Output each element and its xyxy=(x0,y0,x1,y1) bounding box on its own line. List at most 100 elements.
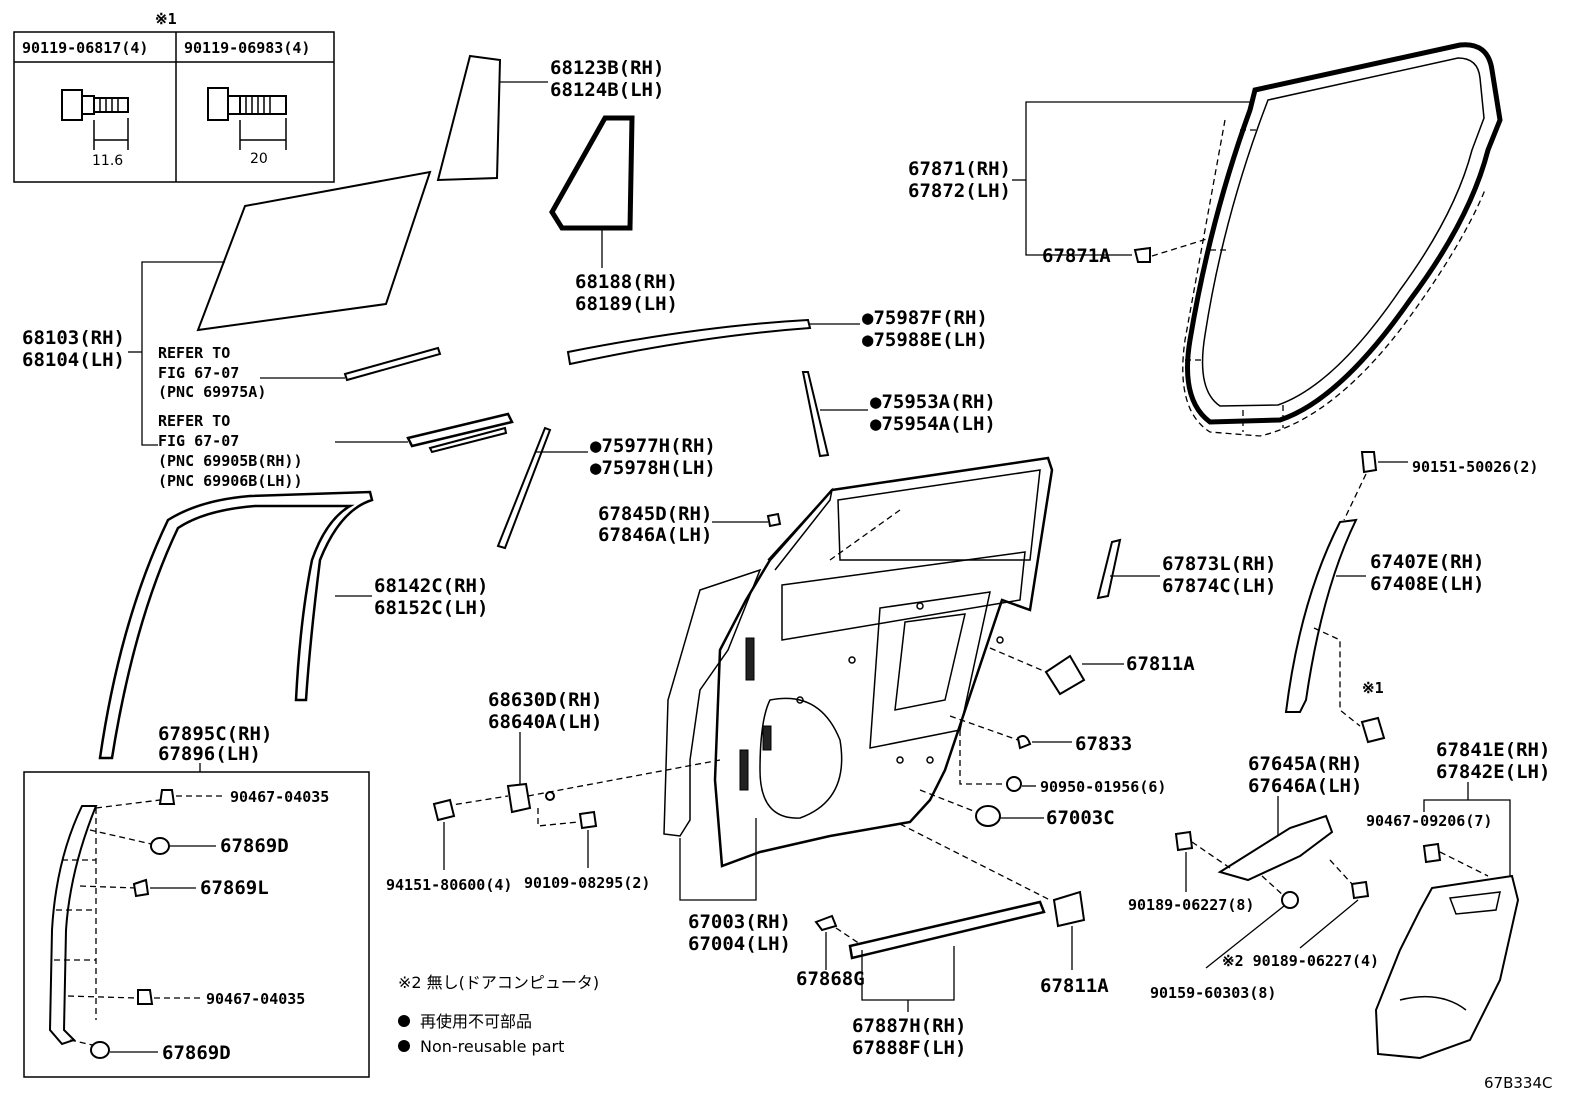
label-67811a-top: 67811A xyxy=(1126,653,1195,675)
ref2-line3: (PNC 69905B(RH)) xyxy=(158,452,303,470)
label-67869d-a: 67869D xyxy=(220,835,289,857)
marker1-right: ※1 xyxy=(1362,679,1384,697)
clip-icon xyxy=(814,914,838,932)
label-67842e: 67842E(LH) xyxy=(1436,761,1550,783)
frame-moulding xyxy=(496,426,552,550)
door-rear-lower-frame xyxy=(1284,518,1358,713)
label-67646a: 67646A(LH) xyxy=(1248,775,1362,797)
clip-icon xyxy=(90,1041,110,1059)
label-68640a: 68640A(LH) xyxy=(488,711,602,733)
pillar-moulding xyxy=(801,371,830,458)
quarter-window-glass xyxy=(436,54,502,182)
label-67868g: 67868G xyxy=(796,968,865,990)
plug-icon xyxy=(975,805,1001,827)
door-glass xyxy=(196,170,432,332)
bolt-icon xyxy=(578,810,598,830)
clip-icon xyxy=(1016,735,1032,750)
ref1-line3: (PNC 69975A) xyxy=(158,383,266,401)
label-67846a: 67846A(LH) xyxy=(598,524,712,546)
label-67845d: 67845D(RH) xyxy=(598,503,712,525)
label-68152c: 68152C(LH) xyxy=(374,597,488,619)
label-94151: 94151-80600(4) xyxy=(386,876,512,894)
door-opening-trim xyxy=(48,799,161,1049)
fastener-inset: ※1 90119-06817(4) 90119-06983(4) 11.6 xyxy=(13,10,335,183)
label-67873l: 67873L(RH) xyxy=(1162,553,1276,575)
label-67407e: 67407E(RH) xyxy=(1370,551,1484,573)
non-reusable-bullet-icon xyxy=(398,1040,410,1052)
label-67895c: 67895C(RH) xyxy=(158,723,272,745)
screw-icon xyxy=(545,791,555,801)
label-67811a-bot: 67811A xyxy=(1040,975,1109,997)
label-67645a: 67645A(RH) xyxy=(1248,753,1362,775)
label-67872: 67872(LH) xyxy=(908,180,1011,202)
glass-run-channel xyxy=(343,346,442,382)
label-68189: 68189(LH) xyxy=(575,293,678,315)
label-67887h: 67887H(RH) xyxy=(852,1015,966,1037)
door-service-hole-cover xyxy=(1374,874,1520,1060)
label-75978h: ●75978H(LH) xyxy=(590,457,716,479)
inset-col2-part: 90119-06983(4) xyxy=(184,39,310,57)
belt-moulding-strip xyxy=(406,412,514,448)
label-75977h: ●75977H(RH) xyxy=(590,435,716,457)
label-67003c: 67003C xyxy=(1046,807,1115,829)
ref2-line2: FIG 67-07 xyxy=(158,432,239,450)
label-90189-8: 90189-06227(8) xyxy=(1128,896,1254,914)
inset-col1-dim: 11.6 xyxy=(92,153,123,169)
label-75988e: ●75988E(LH) xyxy=(862,329,988,351)
inset-marker: ※1 xyxy=(155,10,177,28)
label-90159: 90159-60303(8) xyxy=(1150,984,1276,1002)
label-67896: 67896(LH) xyxy=(158,743,261,765)
clip-icon xyxy=(1133,246,1151,263)
label-90109: 90109-08295(2) xyxy=(524,874,650,892)
clip-icon xyxy=(158,789,176,805)
clip-icon xyxy=(137,989,154,1005)
label-67003: 67003(RH) xyxy=(688,911,791,933)
label-75987f: ●75987F(RH) xyxy=(862,307,988,329)
ref1-line1: REFER TO xyxy=(158,344,230,362)
footnote-2: ※2 無し(ドアコンピュータ) xyxy=(398,973,599,992)
bolt-icon xyxy=(61,89,129,150)
inside-door-handle xyxy=(1217,814,1334,882)
bolt-icon xyxy=(207,87,287,150)
label-67833: 67833 xyxy=(1075,733,1132,755)
clip-icon xyxy=(1174,830,1194,852)
service-hole-cover-pad xyxy=(1044,654,1086,696)
clip-icon xyxy=(1350,880,1370,900)
nut-icon xyxy=(432,798,456,822)
clip-icon xyxy=(1422,842,1442,864)
door-lower-weatherstrip xyxy=(848,900,1046,960)
clip-icon xyxy=(766,512,782,528)
inset-col1-part: 90119-06817(4) xyxy=(22,39,148,57)
trim-strip xyxy=(1096,538,1122,600)
label-68104: 68104(LH) xyxy=(22,349,125,371)
label-67871a: 67871A xyxy=(1042,245,1111,267)
label-90950: 90950-01956(6) xyxy=(1040,778,1166,796)
label-68103: 68103(RH) xyxy=(22,327,125,349)
label-75954a: ●75954A(LH) xyxy=(870,413,996,435)
label-90151: 90151-50026(2) xyxy=(1412,458,1538,476)
plug-icon xyxy=(1006,776,1022,792)
figure-code: 67B334C xyxy=(1484,1074,1552,1092)
screw-icon xyxy=(1281,891,1299,909)
bolt-icon xyxy=(1360,716,1386,744)
label-90189-4: ※2 90189-06227(4) xyxy=(1222,952,1379,970)
label-75953a: ●75953A(RH) xyxy=(870,391,996,413)
label-68630d: 68630D(RH) xyxy=(488,689,602,711)
clip-icon xyxy=(150,837,170,855)
label-67869d-b: 67869D xyxy=(162,1042,231,1064)
label-67869l: 67869L xyxy=(200,877,269,899)
inset-col2-dim: 20 xyxy=(250,151,268,167)
label-90467-04035-a: 90467-04035 xyxy=(230,788,329,806)
label-67888f: 67888F(LH) xyxy=(852,1037,966,1059)
label-68124b: 68124B(LH) xyxy=(550,79,664,101)
ref2-line4: (PNC 69906B(LH)) xyxy=(158,472,303,490)
ref1-line2: FIG 67-07 xyxy=(158,364,239,382)
label-67841e: 67841E(RH) xyxy=(1436,739,1550,761)
quarter-glass-weatherstrip xyxy=(549,115,635,231)
weatherstrip-detail-frame xyxy=(23,771,370,1078)
label-67871: 67871(RH) xyxy=(908,158,1011,180)
ref2-line1: REFER TO xyxy=(158,412,230,430)
screw-icon xyxy=(1360,451,1378,474)
